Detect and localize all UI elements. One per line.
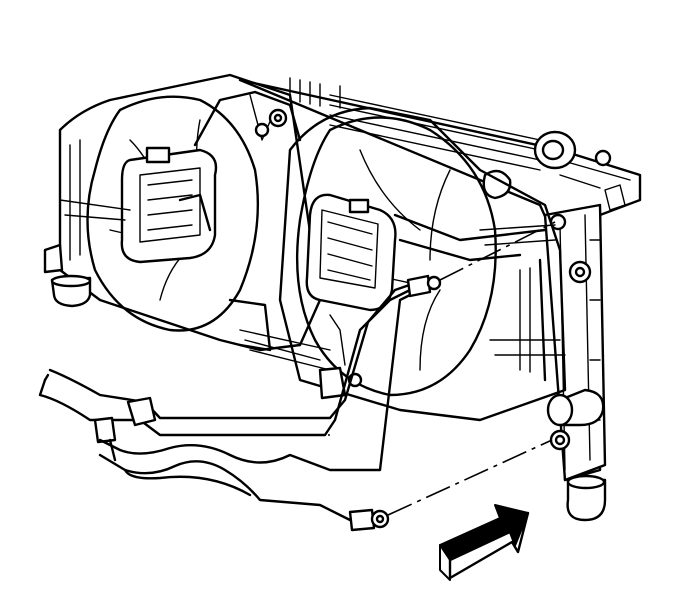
shroud-center-struts (178, 90, 331, 371)
radiator-cap (482, 130, 612, 200)
transmission-cooler-lines (38, 274, 442, 532)
right-fan-shroud (278, 106, 567, 422)
left-fan-shroud (43, 73, 322, 352)
radiator-side-tank (543, 203, 607, 522)
alignment-leader-lines (160, 221, 556, 516)
direction-arrow (439, 504, 530, 581)
